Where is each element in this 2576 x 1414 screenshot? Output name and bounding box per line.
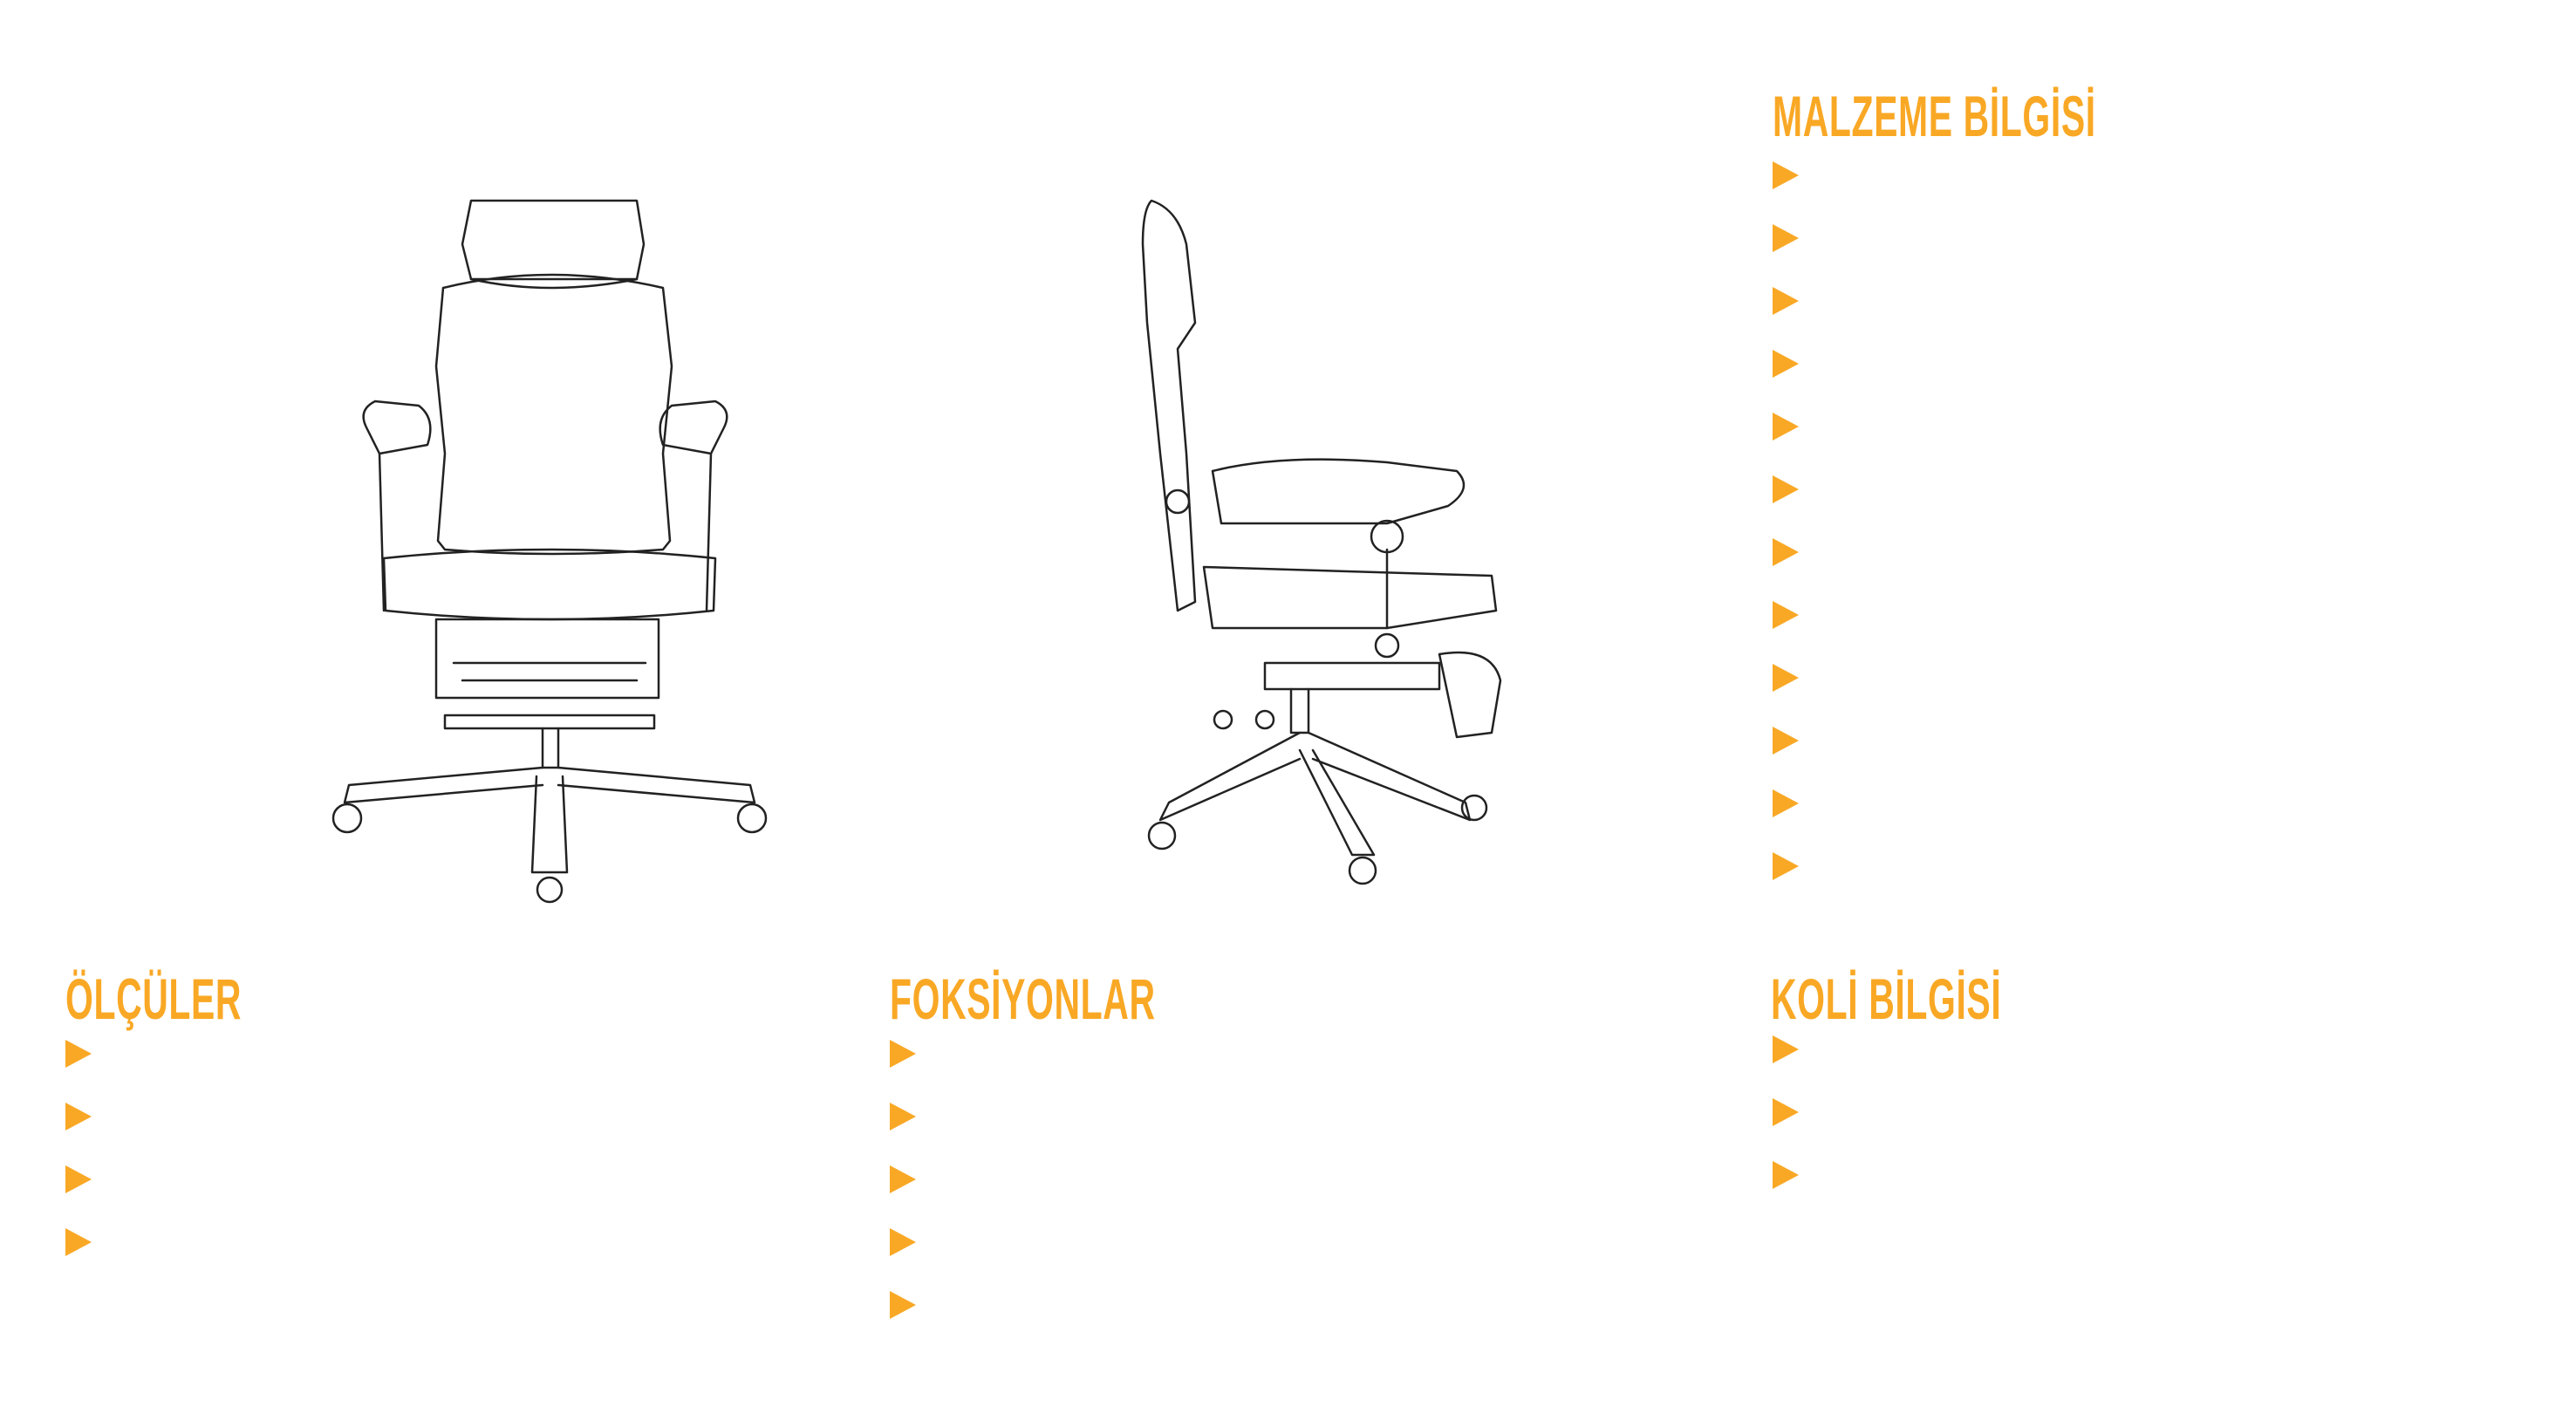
- arrow-bullet-icon: [1773, 601, 1799, 629]
- arrow-bullet-icon: [1773, 852, 1799, 880]
- list-item: [890, 1291, 951, 1354]
- chair-front-view-image: [331, 199, 768, 904]
- arrow-bullet-icon: [890, 1228, 916, 1256]
- arrow-bullet-icon: [1773, 287, 1799, 315]
- list-item: [65, 1103, 126, 1165]
- arrow-bullet-icon: [890, 1040, 916, 1068]
- list-item: [65, 1040, 126, 1103]
- arrow-bullet-icon: [890, 1103, 916, 1131]
- arrow-bullet-icon: [1773, 475, 1799, 503]
- list-item: [1773, 601, 1834, 664]
- list-item: [1773, 1035, 1834, 1098]
- list-item: [1773, 161, 1834, 224]
- arrow-bullet-icon: [1773, 161, 1799, 189]
- list-item: [1773, 1161, 1834, 1224]
- arrow-bullet-icon: [890, 1165, 916, 1193]
- package-info-heading: KOLİ BİLGİSİ: [1771, 967, 2002, 1031]
- list-item: [890, 1228, 951, 1291]
- list-item: [1773, 1098, 1834, 1161]
- arrow-bullet-icon: [65, 1228, 92, 1256]
- arrow-bullet-icon: [65, 1103, 92, 1131]
- list-item: [65, 1228, 126, 1291]
- list-item: [1773, 287, 1834, 350]
- material-info-heading: MALZEME BİLGİSİ: [1773, 84, 2096, 148]
- arrow-bullet-icon: [1773, 413, 1799, 441]
- functions-heading: FOKSİYONLAR: [890, 967, 1156, 1031]
- list-item: [890, 1040, 951, 1103]
- arrow-bullet-icon: [65, 1040, 92, 1068]
- arrow-bullet-icon: [1773, 350, 1799, 378]
- arrow-bullet-icon: [65, 1165, 92, 1193]
- package-info-list: [1773, 1035, 1834, 1224]
- list-item: [1773, 727, 1834, 789]
- chair-side-view-image: [1141, 199, 1502, 885]
- functions-list: [890, 1040, 951, 1354]
- list-item: [1773, 475, 1834, 538]
- list-item: [65, 1165, 126, 1228]
- list-item: [1773, 224, 1834, 287]
- dimensions-list: [65, 1040, 126, 1291]
- list-item: [1773, 852, 1834, 915]
- arrow-bullet-icon: [1773, 1035, 1799, 1063]
- material-info-list: [1773, 161, 1834, 915]
- list-item: [1773, 789, 1834, 852]
- arrow-bullet-icon: [1773, 1098, 1799, 1126]
- arrow-bullet-icon: [1773, 538, 1799, 566]
- list-item: [890, 1103, 951, 1165]
- list-item: [1773, 413, 1834, 475]
- dimensions-heading: ÖLÇÜLER: [65, 967, 243, 1031]
- list-item: [1773, 538, 1834, 601]
- arrow-bullet-icon: [1773, 727, 1799, 755]
- arrow-bullet-icon: [1773, 224, 1799, 252]
- list-item: [1773, 350, 1834, 413]
- arrow-bullet-icon: [1773, 664, 1799, 692]
- arrow-bullet-icon: [890, 1291, 916, 1319]
- list-item: [1773, 664, 1834, 727]
- list-item: [890, 1165, 951, 1228]
- arrow-bullet-icon: [1773, 789, 1799, 817]
- arrow-bullet-icon: [1773, 1161, 1799, 1189]
